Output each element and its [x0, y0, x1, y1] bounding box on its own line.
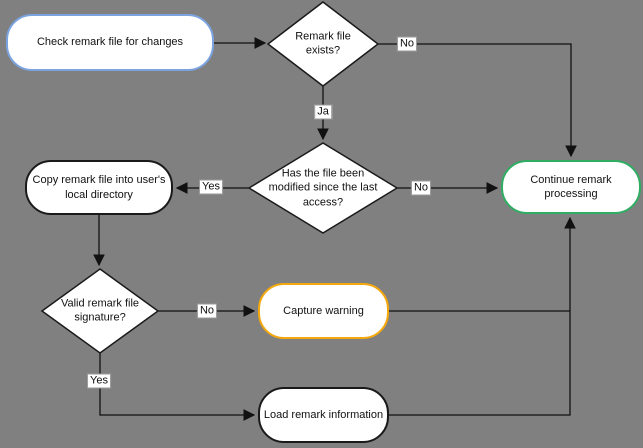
- node-load-remark-information-label: Load remark information: [263, 408, 384, 421]
- edge-label-signature-no: No: [196, 303, 218, 319]
- node-load-remark-information: Load remark information: [258, 387, 389, 443]
- decision-file-modified-shape: [247, 142, 399, 234]
- edge-exists-no-to-continue: [378, 43, 577, 158]
- node-check-remark-file: Check remark file for changes: [6, 14, 214, 71]
- node-copy-remark-file-label: Copy remark file into user's local direc…: [32, 174, 166, 201]
- decision-valid-signature-label: Valid remark file signature?: [50, 297, 150, 326]
- node-copy-remark-file: Copy remark file into user's local direc…: [25, 160, 173, 215]
- node-continue-remark-processing: Continue remark processing: [501, 160, 641, 214]
- decision-file-modified-text: Has the file been modified since the las…: [268, 167, 378, 209]
- node-capture-warning-label: Capture warning: [283, 304, 364, 317]
- node-check-remark-file-label: Check remark file for changes: [36, 36, 184, 49]
- edge-label-exists-no: No: [396, 36, 418, 52]
- decision-file-modified-label: Has the file been modified since the las…: [263, 167, 383, 210]
- decision-remark-file-exists-shape: [266, 1, 380, 87]
- edge-label-exists-ja: Ja: [314, 104, 332, 120]
- decision-valid-signature-text: Valid remark file signature?: [60, 297, 140, 324]
- edge-signature-yes-to-load: [99, 353, 256, 421]
- node-continue-remark-processing-label: Continue remark processing: [530, 173, 612, 200]
- decision-remark-file-exists-text: Remark file exists?: [295, 30, 351, 57]
- edge-label-modified-yes: Yes: [199, 179, 223, 195]
- node-capture-warning: Capture warning: [258, 283, 389, 339]
- edge-label-signature-yes: Yes: [87, 373, 111, 389]
- decision-remark-file-exists-label: Remark file exists?: [283, 30, 363, 59]
- edge-label-modified-no: No: [410, 180, 432, 196]
- edge-load-to-continue: [389, 216, 576, 416]
- decision-valid-signature-shape: [40, 268, 160, 354]
